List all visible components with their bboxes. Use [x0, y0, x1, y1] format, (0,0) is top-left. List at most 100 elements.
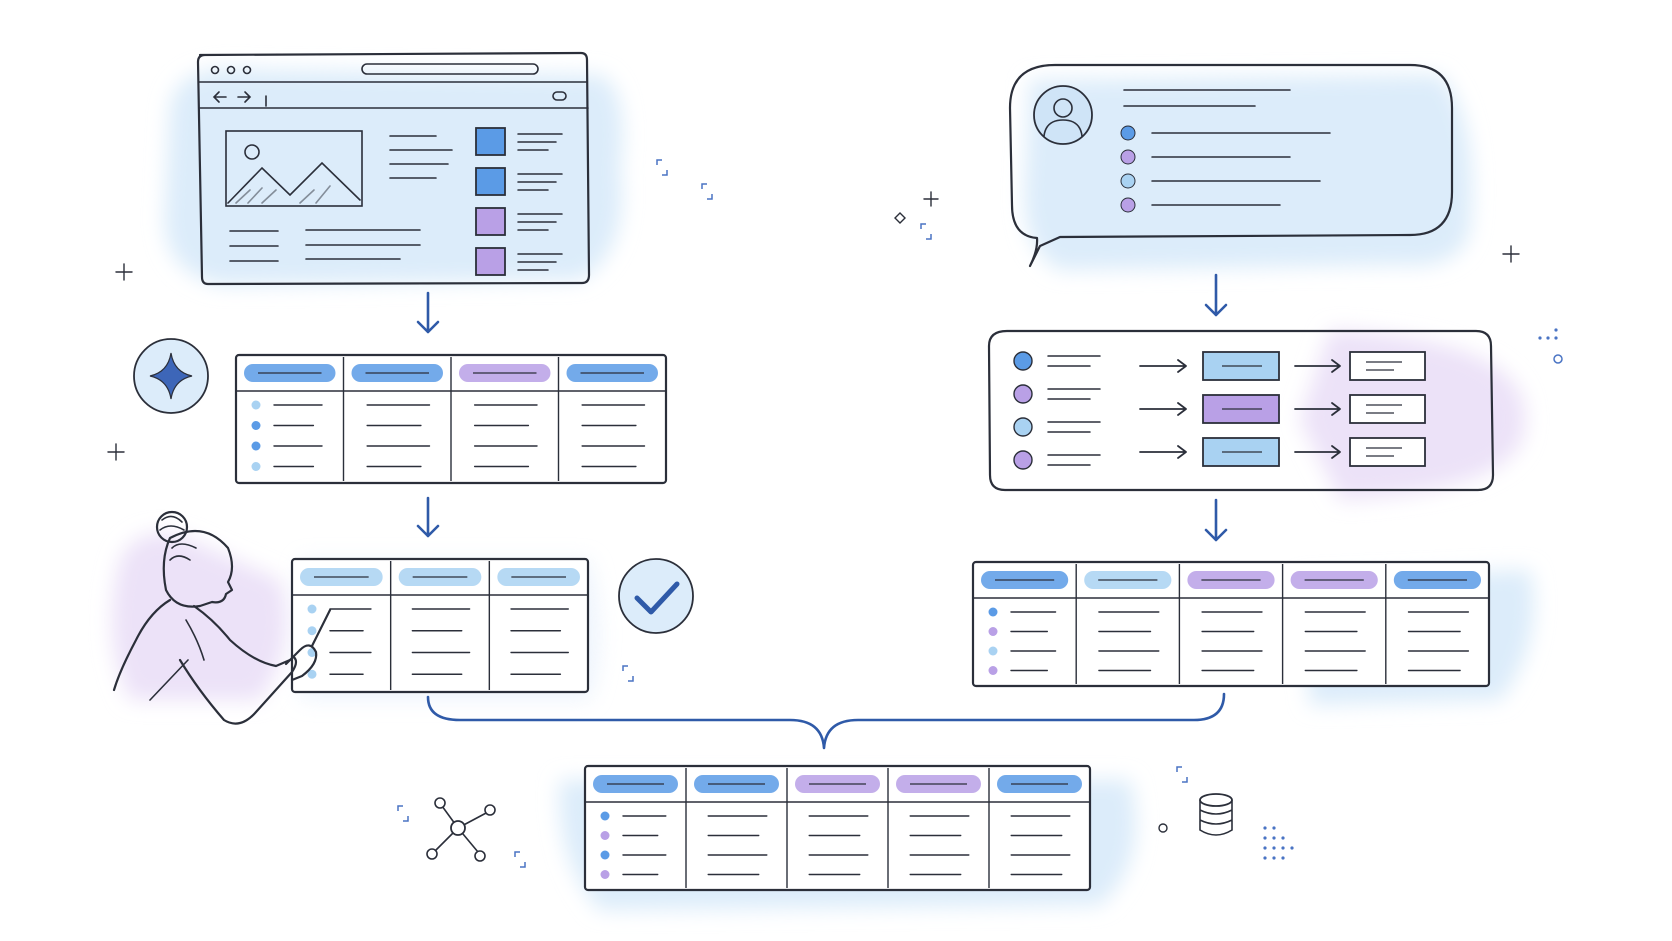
text-lines — [229, 135, 453, 262]
table-row-bullet-purple — [600, 831, 610, 840]
table-row-bullet-light-blue — [307, 604, 317, 614]
dot — [1272, 856, 1276, 860]
table-frame — [971, 560, 1491, 688]
table-row-bullet-purple — [988, 627, 998, 636]
back-arrow-icon — [212, 91, 227, 103]
mapping-bullet-blue — [1013, 351, 1033, 371]
right-arrow-icon — [1294, 402, 1341, 416]
ring-icon — [1158, 823, 1168, 833]
window-dot-icon — [226, 65, 236, 75]
reviewer-person-illustration — [112, 510, 332, 725]
wash-chat — [1024, 75, 1472, 270]
chat-bullet-list — [1120, 125, 1331, 213]
table-row-bullet-light-blue — [988, 646, 998, 656]
sparkle-small-icon — [1502, 245, 1520, 263]
browser-window — [196, 51, 591, 286]
sparkle-small-icon — [107, 443, 125, 461]
user-avatar-icon — [1033, 85, 1093, 145]
corner-marker-icon — [701, 183, 713, 200]
mapping-bullet-purple — [1013, 450, 1033, 470]
window-dot-icon — [242, 65, 252, 75]
down-arrow-icon — [1204, 498, 1228, 542]
dot — [1263, 846, 1267, 850]
mapping-bullet-light-blue — [1013, 417, 1033, 437]
sparkle-small-icon — [115, 263, 133, 281]
down-arrow-icon — [1204, 273, 1228, 317]
chat-bubble — [1008, 63, 1454, 268]
output-text-lines — [1366, 404, 1402, 414]
table-row-bullet-blue — [600, 811, 610, 821]
mapping-label-lines — [1047, 355, 1101, 367]
tables-layer — [234, 353, 1491, 892]
mapping-rows — [1013, 351, 1426, 470]
mapping-label-lines — [1047, 388, 1101, 400]
dot — [1281, 846, 1285, 850]
mapping-panel — [987, 329, 1495, 492]
down-arrow-icon — [416, 291, 440, 334]
dot — [1263, 826, 1267, 830]
thumbnail-purple — [475, 207, 506, 236]
corner-marker-icon — [622, 665, 634, 682]
mapping-label-lines — [1047, 454, 1101, 466]
thumbnail-blue — [475, 127, 506, 156]
dot — [1290, 846, 1294, 850]
dot — [1281, 856, 1285, 860]
wash-person — [112, 533, 287, 700]
mapping-label-lines — [1047, 421, 1101, 433]
right-arrow-icon — [1139, 359, 1187, 373]
image-placeholder-icon — [225, 130, 363, 207]
sparkle-icon — [133, 338, 209, 414]
database-icon — [1199, 793, 1233, 836]
table-row-bullet-blue — [251, 421, 261, 430]
dot — [1263, 856, 1267, 860]
flow-arrows — [416, 273, 1228, 750]
table-frame — [290, 557, 590, 694]
window-dot-icon — [210, 65, 220, 75]
output-field-box — [1349, 394, 1426, 424]
decorations — [107, 159, 1563, 868]
dot — [1538, 336, 1542, 340]
bullet-purple — [1120, 149, 1136, 165]
thumbnail-text-lines — [517, 133, 563, 151]
corner-marker-icon — [514, 851, 526, 868]
wash-browser — [164, 68, 623, 285]
table-row-bullet-blue — [600, 850, 610, 860]
url-bar — [361, 63, 539, 75]
corner-marker-icon — [1176, 766, 1188, 783]
merge-bracket — [426, 692, 1226, 750]
reload-icon — [552, 91, 567, 101]
network-graph-icon — [426, 797, 496, 862]
dot — [1272, 836, 1276, 840]
table-row-bullet-purple — [988, 666, 998, 675]
right-arrow-icon — [1139, 402, 1187, 416]
bullet-light-blue — [1120, 173, 1136, 189]
output-field-box — [1349, 437, 1426, 467]
output-text-lines — [1366, 447, 1402, 457]
table-row-bullet-purple — [600, 870, 610, 879]
dot — [1554, 328, 1558, 332]
dot-grid — [1263, 328, 1558, 860]
table-row-bullet-blue — [988, 607, 998, 617]
table-row-bullet-light-blue — [251, 462, 261, 471]
dot — [1554, 336, 1558, 340]
extracted-table — [234, 353, 668, 485]
checkmark-icon — [618, 558, 694, 634]
thumbnail-text-lines — [517, 173, 563, 191]
output-text-lines — [1366, 361, 1402, 371]
dot — [1272, 846, 1276, 850]
merged-table — [583, 764, 1092, 892]
table-row-bullet-light-blue — [251, 400, 261, 410]
thumbnail-column — [475, 127, 563, 276]
forward-arrow-icon — [237, 91, 252, 103]
dot — [1281, 836, 1285, 840]
bullet-purple — [1120, 197, 1136, 213]
thumbnail-text-lines — [517, 253, 563, 271]
reviewed-table — [290, 557, 590, 694]
right-arrow-icon — [1294, 445, 1341, 459]
dot — [1263, 836, 1267, 840]
corner-marker-icon — [656, 159, 668, 176]
sparkle-small-icon — [923, 191, 939, 207]
ring-icon — [1553, 354, 1563, 364]
thumbnail-blue — [475, 167, 506, 196]
